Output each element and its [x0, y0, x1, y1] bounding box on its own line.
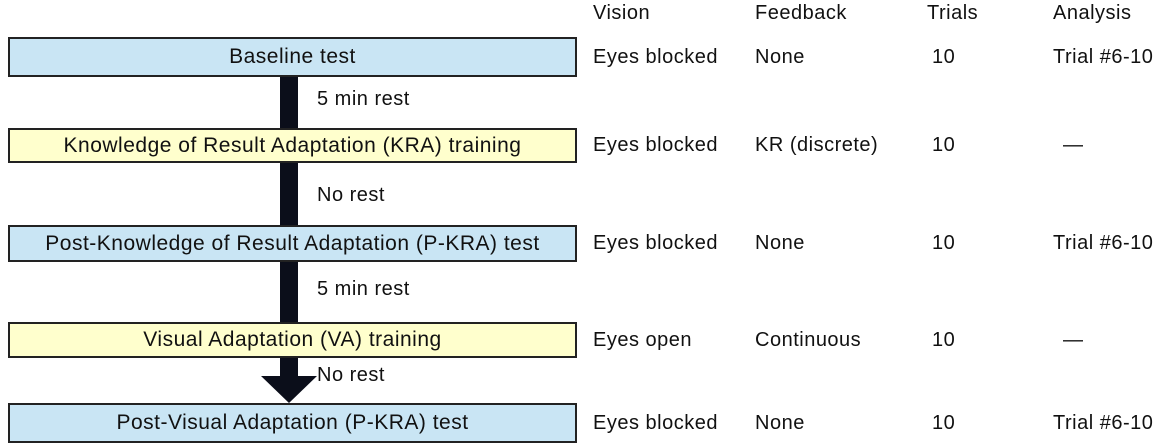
trials-value: 10 [932, 412, 956, 434]
transition-label-1: 5 min rest [317, 88, 410, 110]
flow-step-post-va-test: Post-Visual Adaptation (P-KRA) test [8, 403, 577, 443]
vision-value: Eyes open [593, 329, 693, 351]
feedback-value: None [755, 412, 805, 434]
feedback-value: Continuous [755, 329, 862, 351]
table-row: Eyes blocked KR (discrete) 10 — [593, 133, 1170, 157]
analysis-value: — [1063, 329, 1084, 351]
feedback-value: None [755, 46, 805, 68]
flow-step-label: Knowledge of Result Adaptation (KRA) tra… [63, 133, 522, 157]
trials-value: 10 [932, 46, 956, 68]
flow-step-kra-training: Knowledge of Result Adaptation (KRA) tra… [8, 128, 577, 163]
flow-step-va-training: Visual Adaptation (VA) training [8, 322, 577, 358]
flow-step-baseline-test: Baseline test [8, 37, 577, 77]
vision-value: Eyes blocked [593, 134, 718, 156]
feedback-value: None [755, 232, 805, 254]
flow-step-label: Post-Visual Adaptation (P-KRA) test [116, 411, 469, 434]
table-header-row: Vision Feedback Trials Analysis [593, 1, 1170, 25]
analysis-value: Trial #6-10 [1053, 232, 1154, 254]
vision-value: Eyes blocked [593, 46, 718, 68]
trials-value: 10 [932, 134, 956, 156]
vision-value: Eyes blocked [593, 232, 718, 254]
vision-value: Eyes blocked [593, 412, 718, 434]
column-header-feedback: Feedback [755, 2, 847, 24]
column-header-trials: Trials [927, 2, 979, 24]
table-row: Eyes blocked None 10 Trial #6-10 [593, 231, 1170, 255]
transition-label-3: 5 min rest [317, 278, 410, 300]
trials-value: 10 [932, 329, 956, 351]
flow-step-label: Baseline test [229, 45, 356, 68]
flow-step-label: Post-Knowledge of Result Adaptation (P-K… [45, 231, 540, 255]
column-header-vision: Vision [593, 2, 651, 24]
table-row: Eyes open Continuous 10 — [593, 328, 1170, 352]
flow-arrow-head-icon [261, 376, 317, 403]
column-header-analysis: Analysis [1053, 2, 1132, 24]
flow-step-label: Visual Adaptation (VA) training [143, 328, 442, 351]
analysis-value: Trial #6-10 [1053, 46, 1154, 68]
analysis-value: Trial #6-10 [1053, 412, 1154, 434]
analysis-value: — [1063, 134, 1084, 156]
flow-step-pkra-test: Post-Knowledge of Result Adaptation (P-K… [8, 225, 577, 262]
table-row: Eyes blocked None 10 Trial #6-10 [593, 45, 1170, 69]
trials-value: 10 [932, 232, 956, 254]
feedback-value: KR (discrete) [755, 134, 879, 156]
transition-label-4: No rest [317, 364, 385, 386]
transition-label-2: No rest [317, 184, 385, 206]
table-row: Eyes blocked None 10 Trial #6-10 [593, 411, 1170, 435]
